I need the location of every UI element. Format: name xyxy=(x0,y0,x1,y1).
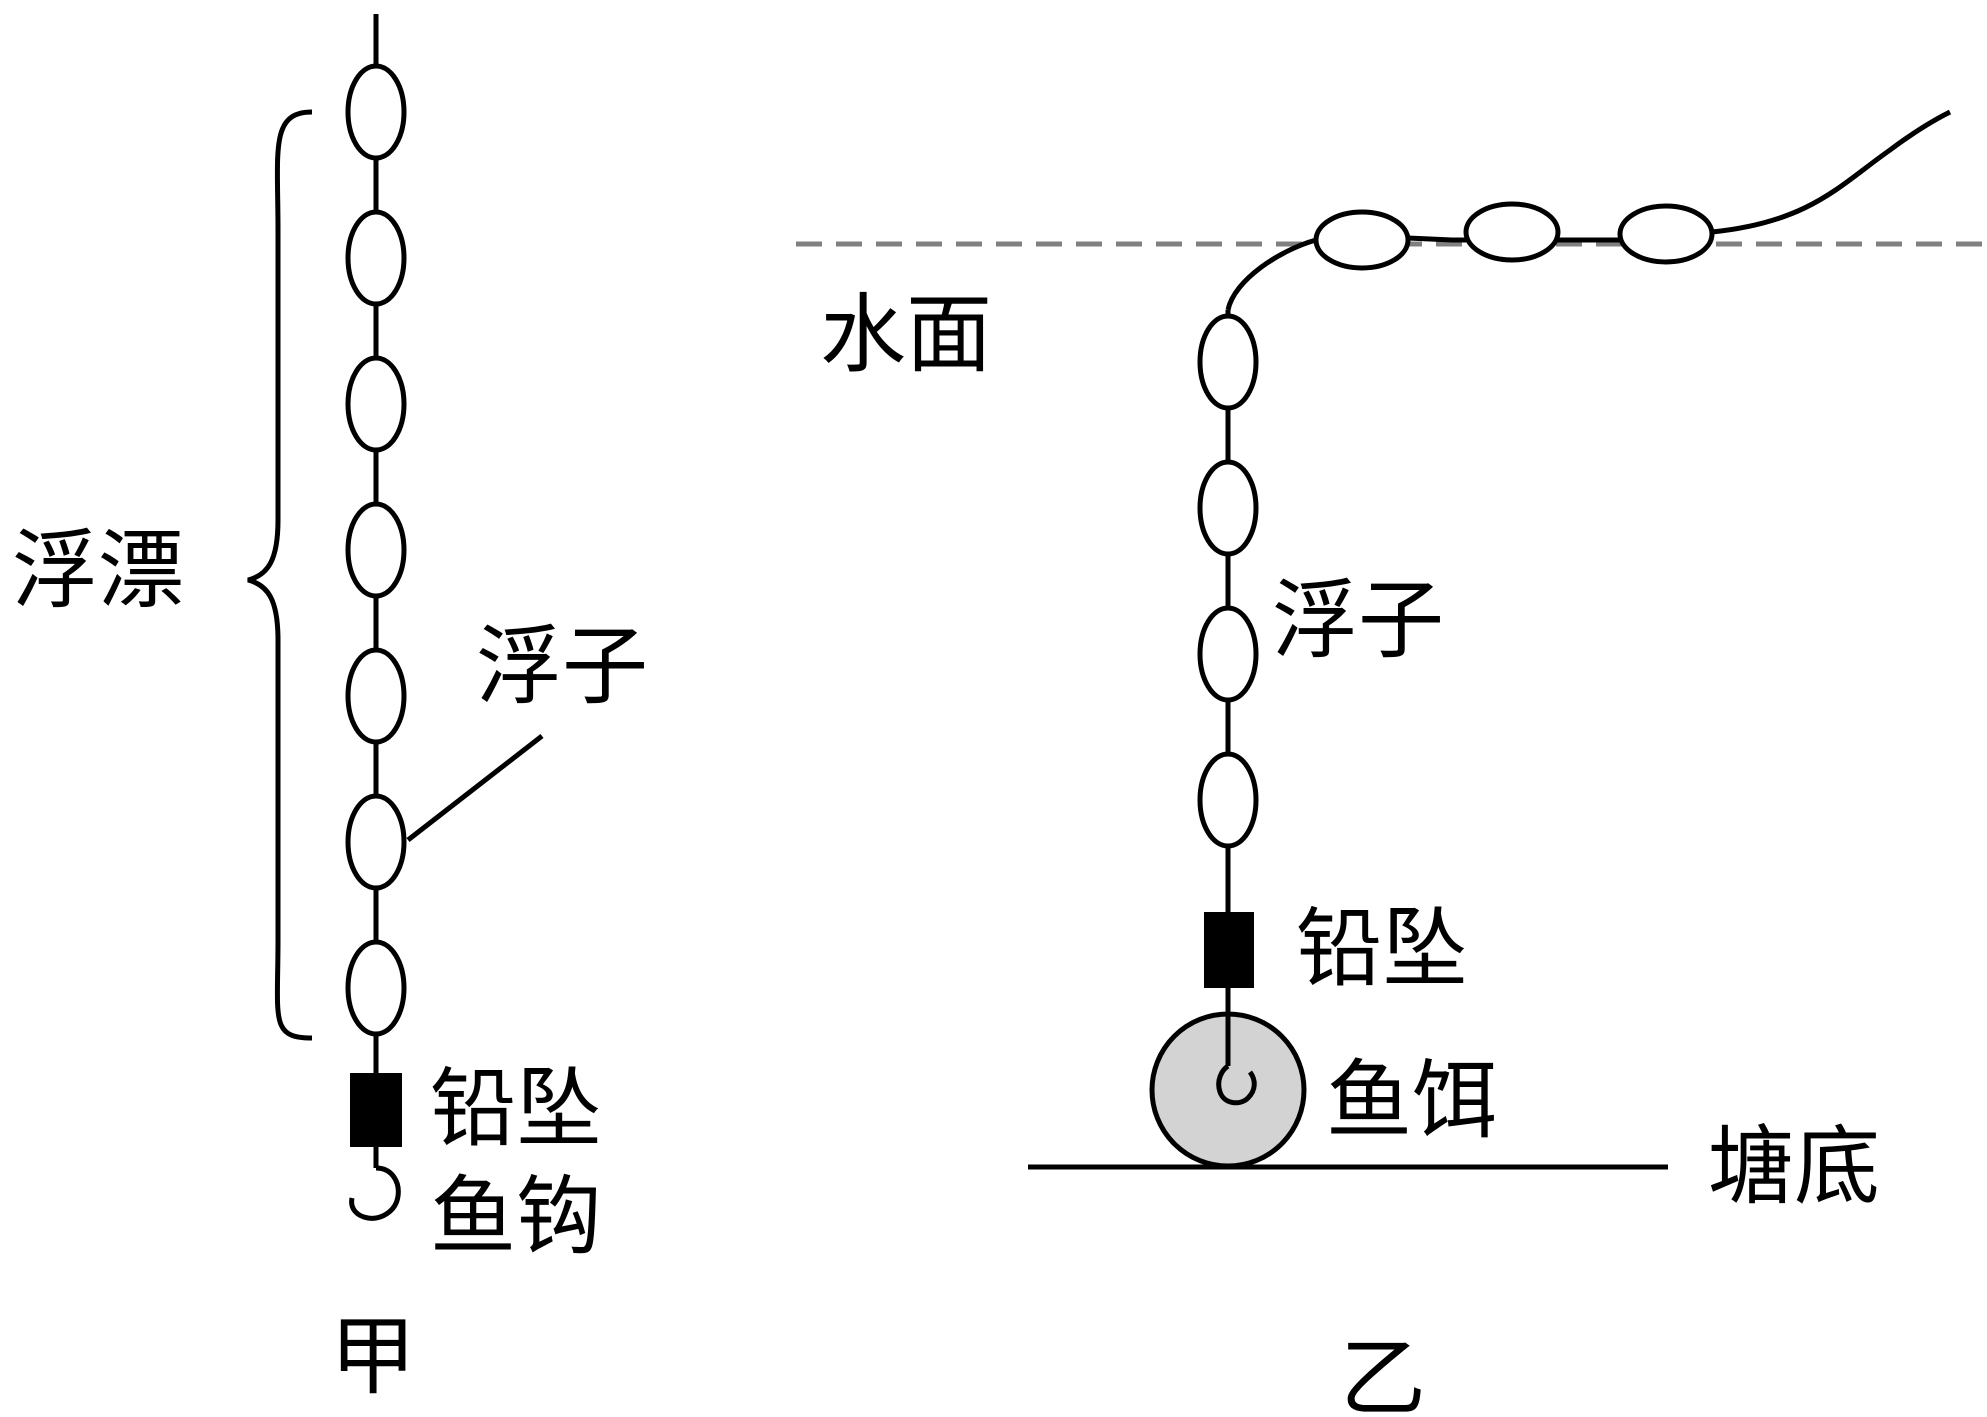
sinker-a xyxy=(350,1073,402,1147)
sinker-label-a: 铅坠 xyxy=(430,1059,602,1159)
submerged-float-1 xyxy=(1197,313,1259,411)
fishing-line-b-surface xyxy=(1225,109,1952,311)
surface-float-2 xyxy=(1463,201,1561,263)
float-bead-a-2 xyxy=(345,209,407,307)
float-bracket-label: 浮漂 xyxy=(12,521,184,621)
float-label-a: 浮子 xyxy=(476,617,648,717)
diagram-b: 水面 浮子 铅坠 鱼饵 塘底 乙 xyxy=(796,109,1987,1417)
water-surface-label: 水面 xyxy=(820,285,992,385)
float-pointer-a xyxy=(406,734,544,842)
surface-float-3 xyxy=(1617,203,1715,265)
float-bead-a-3 xyxy=(345,355,407,453)
float-chain-a xyxy=(345,63,407,1037)
pond-bottom-label: 塘底 xyxy=(1708,1117,1880,1217)
float-bracket xyxy=(247,109,313,1041)
bait-label: 鱼饵 xyxy=(1326,1051,1498,1151)
float-bead-a-1 xyxy=(345,63,407,161)
float-bead-a-6 xyxy=(345,793,407,891)
submerged-float-2 xyxy=(1197,459,1259,557)
float-label-b: 浮子 xyxy=(1272,571,1444,671)
diagram-a: 浮漂 浮子 铅坠 鱼钩 甲 xyxy=(12,14,648,1407)
sinker-label-b: 铅坠 xyxy=(1296,899,1468,999)
float-bead-a-4 xyxy=(345,501,407,599)
sinker-b xyxy=(1204,912,1254,988)
surface-floats xyxy=(1313,201,1715,271)
caption-a: 甲 xyxy=(330,1307,416,1407)
float-bead-a-5 xyxy=(345,647,407,745)
submerged-float-4 xyxy=(1197,751,1259,849)
float-bead-a-7 xyxy=(345,939,407,1037)
hook-icon xyxy=(349,1165,401,1221)
caption-b: 乙 xyxy=(1340,1329,1426,1417)
surface-float-1 xyxy=(1313,209,1411,271)
hook-in-bait-icon xyxy=(1216,1063,1257,1106)
submerged-float-3 xyxy=(1197,605,1259,703)
submerged-floats xyxy=(1197,313,1259,849)
hook-label: 鱼钩 xyxy=(430,1167,602,1267)
